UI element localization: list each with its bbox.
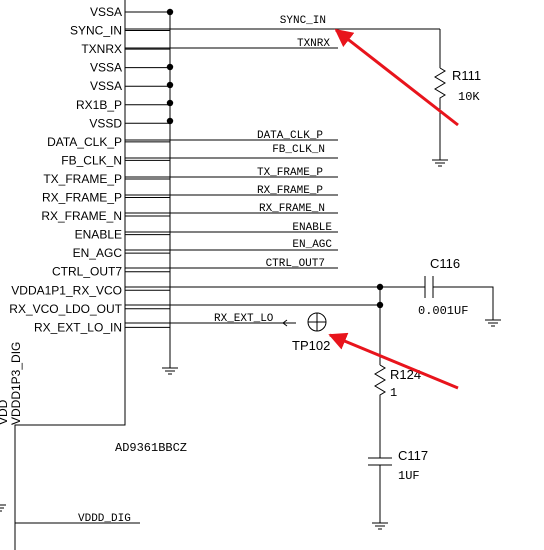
c116-ref: C116 [430, 256, 460, 271]
capacitor-c116 [424, 276, 494, 320]
pin-label: FB_CLK_N [61, 153, 122, 167]
pin-label: VSSA [90, 79, 122, 93]
junction-dot [376, 301, 384, 309]
ground-symbol-left [0, 504, 6, 512]
ic-part-number: AD9361BBCZ [115, 441, 187, 455]
tp102-arrow [282, 319, 288, 327]
pin-label: TXNRX [81, 42, 122, 56]
resistor-r111 [434, 67, 446, 160]
resistor-r124 [374, 364, 386, 458]
ground-symbol [162, 367, 178, 375]
r111-ref: R111 [452, 68, 481, 83]
net-label-tx-frame-p: TX_FRAME_P [257, 167, 323, 179]
r124-value: 1 [390, 386, 397, 400]
net-label-rx-frame-n: RX_FRAME_N [259, 203, 325, 215]
net-label-data-clk-p: DATA_CLK_P [257, 130, 323, 142]
pin-label: TX_FRAME_P [43, 172, 122, 186]
pin-label: DATA_CLK_P [47, 135, 122, 149]
pin-label: RX_FRAME_N [41, 209, 122, 223]
pin-label: ENABLE [75, 228, 122, 242]
pin-label: VSSD [89, 116, 122, 130]
net-label-txnrx: TXNRX [297, 38, 330, 50]
pin-label: RX_EXT_LO_IN [34, 320, 122, 334]
c117-ref: C117 [398, 448, 428, 463]
junction-dot [166, 117, 174, 125]
net-label-en-agc: EN_AGC [292, 239, 332, 251]
pin-label: RX1B_P [76, 98, 122, 112]
pin-label: VSSA [90, 5, 122, 19]
c116-value: 0.001UF [418, 304, 468, 318]
net-label-sync-in: SYNC_IN [280, 15, 326, 27]
net-label-fb-clk-n: FB_CLK_N [272, 144, 325, 156]
pin-label: RX_VCO_LDO_OUT [9, 302, 122, 316]
net-label-rx-ext-lo: RX_EXT_LO [214, 313, 274, 325]
junction-dot [166, 81, 174, 89]
ground-symbol-c117 [372, 522, 388, 530]
ground-symbol-r111 [432, 159, 448, 167]
r111-value: 10K [458, 90, 480, 104]
net-label-rx-frame-p: RX_FRAME_P [257, 185, 323, 197]
pin-label: EN_AGC [73, 246, 123, 260]
annotation-arrow-tp102 [328, 332, 459, 390]
pin-label: RX_FRAME_P [42, 191, 122, 205]
net-label-ctrl-out7: CTRL_OUT7 [266, 258, 325, 270]
pin-label: VDDA1P1_RX_VCO [11, 283, 122, 297]
net-label-wires [125, 28, 441, 269]
junction-dot [166, 63, 174, 71]
bottom-pin-label-partial: VDD [0, 399, 10, 425]
ic-pin-labels: VSSA SYNC_IN TXNRX VSSA VSSA RX1B_P VSSD DATA_C… [9, 5, 122, 334]
annotation-arrow-sync-in [334, 28, 459, 127]
junction-dot [166, 8, 174, 16]
pin-label: CTRL_OUT7 [52, 265, 122, 279]
net-label-enable: ENABLE [292, 222, 332, 234]
pin-label: VSSA [90, 61, 122, 75]
tp102-ref: TP102 [292, 338, 330, 353]
c117-value: 1UF [398, 469, 420, 483]
junction-dot [376, 283, 384, 291]
junction-dot [166, 99, 174, 107]
ic-pin-wires [125, 11, 170, 328]
pin-label: SYNC_IN [70, 24, 122, 38]
net-label-vddd-dig: VDDD_DIG [78, 513, 131, 525]
ground-symbol-c116 [485, 319, 501, 327]
bottom-pin-label-vddd1p3-dig: VDDD1P3_DIG [9, 342, 23, 425]
ground-bus-junctions [166, 8, 174, 125]
capacitor-c117 [368, 457, 392, 523]
